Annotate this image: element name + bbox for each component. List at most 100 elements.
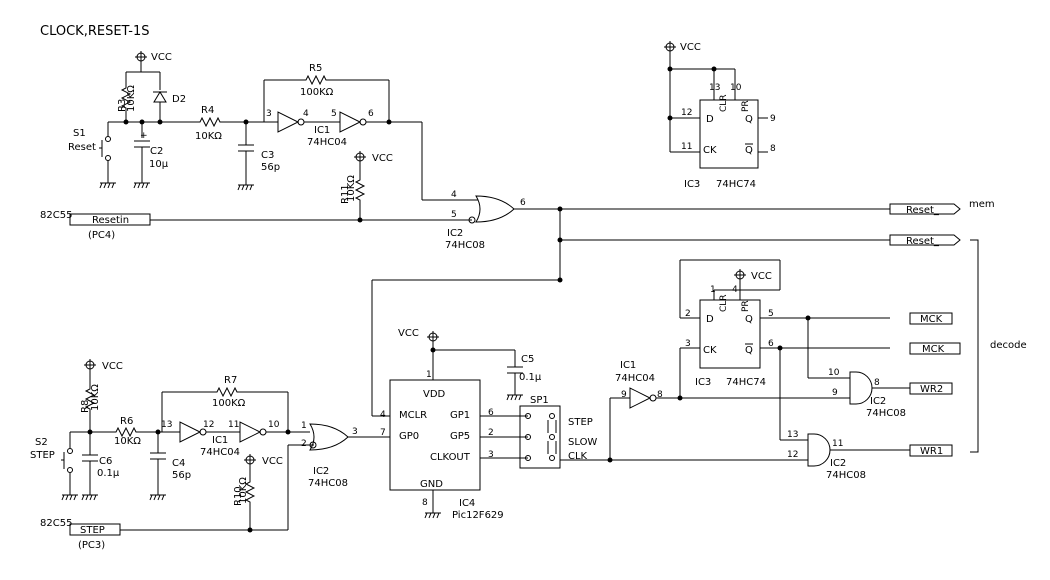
svg-text:10KΩ: 10KΩ: [90, 384, 101, 411]
decode-bracket: decode: [970, 239, 1027, 453]
svg-text:CLKOUT: CLKOUT: [430, 452, 471, 463]
output-wr1: WR1: [909, 444, 953, 457]
svg-text:D: D: [706, 314, 714, 325]
svg-text:12: 12: [203, 420, 214, 430]
svg-text:Reset_: Reset_: [906, 236, 940, 247]
svg-text:12: 12: [787, 450, 798, 460]
svg-text:STEP: STEP: [568, 417, 593, 428]
gate-ic2-a: 4 5 6 IC2 74HC08: [445, 190, 526, 251]
svg-text:8: 8: [874, 378, 880, 388]
svg-text:1: 1: [301, 421, 307, 431]
capacitor-c4: C4 56p: [149, 445, 191, 481]
svg-text:10KΩ: 10KΩ: [114, 436, 141, 447]
svg-text:10μ: 10μ: [149, 159, 169, 170]
svg-text:SP1: SP1: [530, 395, 549, 406]
reset-circuit: VCC R3 10KΩ D2 S1: [40, 50, 890, 280]
svg-text:82C55: 82C55: [40, 210, 72, 221]
svg-text:13: 13: [161, 420, 172, 430]
svg-text:12: 12: [681, 108, 692, 118]
svg-text:IC2: IC2: [870, 396, 886, 407]
svg-text:0.1μ: 0.1μ: [97, 468, 120, 479]
svg-text:74HC04: 74HC04: [200, 447, 240, 458]
vcc-symbol: VCC: [353, 150, 393, 168]
svg-text:Pic12F629: Pic12F629: [452, 510, 504, 521]
svg-text:10KΩ: 10KΩ: [126, 85, 137, 112]
svg-text:CLR: CLR: [719, 294, 729, 312]
svg-text:11: 11: [832, 439, 843, 449]
gate-ic2-wr2: 10 9 8 IC2 74HC08: [828, 368, 906, 419]
svg-text:10KΩ: 10KΩ: [195, 131, 222, 142]
svg-text:5: 5: [768, 309, 774, 319]
svg-text:13: 13: [787, 430, 798, 440]
svg-text:74HC74: 74HC74: [726, 377, 766, 388]
inverter-ic1-d: 11 10: [228, 420, 280, 443]
svg-text:Resetin: Resetin: [92, 215, 129, 226]
svg-text:IC1: IC1: [212, 435, 228, 446]
svg-text:4: 4: [303, 109, 309, 119]
capacitor-c5: C5 0.1μ: [506, 350, 542, 401]
svg-text:MCK_: MCK_: [922, 344, 950, 355]
vcc-symbol: VCC: [398, 328, 440, 348]
output-reset-mem: Reset_ mem: [889, 199, 995, 216]
svg-text:CLK: CLK: [568, 451, 588, 462]
svg-text:8: 8: [770, 144, 776, 154]
svg-text:(PC3): (PC3): [78, 540, 105, 551]
svg-text:GP5: GP5: [450, 431, 470, 442]
svg-text:IC2: IC2: [830, 458, 846, 469]
svg-text:WR2: WR2: [920, 384, 943, 395]
svg-text:CLR: CLR: [719, 94, 729, 112]
svg-text:Q: Q: [745, 345, 753, 356]
svg-text:S1: S1: [73, 128, 86, 139]
svg-text:VCC: VCC: [102, 361, 123, 372]
svg-text:1: 1: [426, 370, 432, 380]
svg-text:6: 6: [768, 339, 774, 349]
svg-text:82C55: 82C55: [40, 518, 72, 529]
svg-text:11: 11: [228, 420, 239, 430]
svg-text:R11: R11: [340, 184, 351, 204]
capacitor-c2: + C2 10μ: [134, 131, 169, 170]
svg-text:2: 2: [301, 439, 307, 449]
svg-text:4: 4: [451, 190, 457, 200]
inverter-ic1-e: IC1 74HC04 9 8: [615, 360, 663, 409]
svg-text:C5: C5: [521, 354, 534, 365]
resistor-r7: R7 100KΩ: [212, 375, 246, 409]
svg-text:Q: Q: [745, 145, 753, 156]
step-circuit: VCC R8 10KΩ S2 STEP C6 0.1μ: [30, 358, 390, 551]
svg-text:6: 6: [520, 198, 526, 208]
svg-text:74HC04: 74HC04: [307, 137, 347, 148]
svg-text:56p: 56p: [172, 470, 191, 481]
svg-text:56p: 56p: [261, 162, 280, 173]
svg-text:S2: S2: [35, 437, 48, 448]
gate-ic2-b: 1 2 3 IC2 74HC08: [301, 421, 358, 489]
svg-text:10: 10: [828, 368, 840, 378]
svg-text:R6: R6: [120, 416, 133, 427]
svg-text:9: 9: [770, 114, 776, 124]
svg-text:IC1: IC1: [620, 360, 636, 371]
svg-text:MCLR: MCLR: [399, 410, 427, 421]
resistor-r6: R6 10KΩ: [111, 416, 141, 447]
svg-text:9: 9: [832, 388, 838, 398]
svg-text:3: 3: [266, 109, 272, 119]
svg-text:C4: C4: [172, 458, 185, 469]
svg-text:IC3: IC3: [695, 377, 711, 388]
svg-text:11: 11: [681, 142, 692, 152]
svg-text:mem: mem: [969, 199, 995, 210]
resistor-r8: R8 10KΩ: [80, 384, 101, 414]
switch-s1: S1 Reset: [68, 128, 111, 161]
resistor-r11: R11 10KΩ: [340, 175, 365, 205]
svg-text:7: 7: [380, 428, 386, 438]
svg-text:13: 13: [709, 83, 720, 93]
port-resetin: Resetin (PC4): [69, 213, 151, 241]
svg-text:WR1: WR1: [920, 446, 943, 457]
svg-text:SLOW: SLOW: [568, 437, 597, 448]
svg-text:2: 2: [685, 309, 691, 319]
jumper-sp1: SP1 STEP SLOW CLK: [519, 395, 597, 469]
svg-text:8: 8: [422, 498, 428, 508]
svg-text:VCC: VCC: [372, 153, 393, 164]
inverter-ic1-c: 13 12: [161, 420, 214, 443]
flipflop-ic3-unused: VCC D CK Q Q CLR PR 13 10 12 11 9 8 IC3 …: [663, 40, 776, 190]
capacitor-c3: C3 56p: [237, 137, 280, 173]
svg-text:2: 2: [488, 428, 494, 438]
svg-text:CK: CK: [703, 345, 717, 356]
output-mck: MCK: [909, 312, 953, 325]
